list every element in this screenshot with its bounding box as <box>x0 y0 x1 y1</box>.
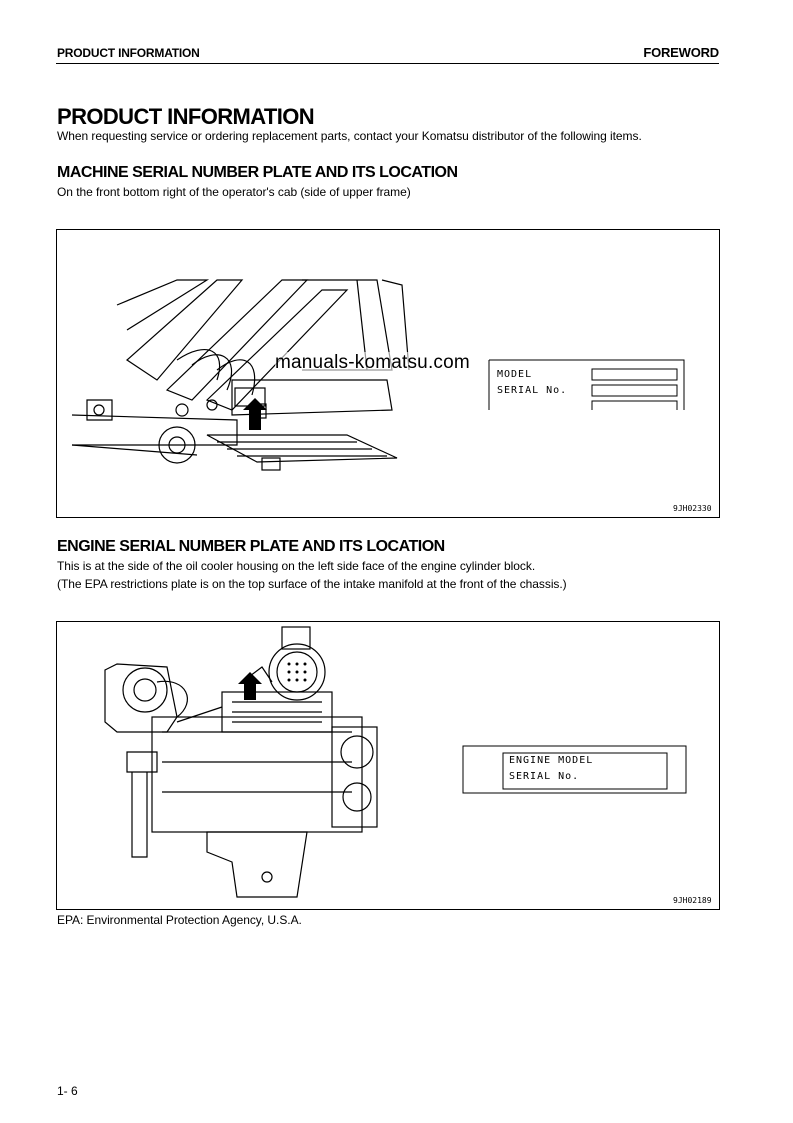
arrow-up-icon <box>238 672 262 700</box>
engine-plate-heading: ENGINE SERIAL NUMBER PLATE AND ITS LOCAT… <box>57 538 445 555</box>
header-chapter-label: FOREWORD <box>643 45 719 60</box>
page-title: PRODUCT INFORMATION <box>57 104 315 129</box>
engine-plate-serial-label: SERIAL No. <box>509 771 580 782</box>
machine-plate-heading: MACHINE SERIAL NUMBER PLATE AND ITS LOCA… <box>57 164 458 181</box>
engine-plate-location-text-1: This is at the side of the oil cooler ho… <box>57 559 536 573</box>
engine-illustration <box>104 626 687 898</box>
engine-figure-code: 9JH02189 <box>673 896 712 905</box>
machine-plate-location-text: On the front bottom right of the operato… <box>57 185 411 199</box>
header-rule <box>56 63 719 64</box>
intro-text: When requesting service or ordering repl… <box>57 129 642 143</box>
excavator-cab-illustration <box>71 279 685 471</box>
header-section-label: PRODUCT INFORMATION <box>57 46 200 60</box>
engine-plate-model-label: ENGINE MODEL <box>509 755 594 766</box>
watermark-text: manuals-komatsu.com <box>275 352 470 374</box>
machine-figure-code: 9JH02330 <box>673 504 712 513</box>
machine-plate-model-label: MODEL <box>497 369 533 380</box>
epa-note: EPA: Environmental Protection Agency, U.… <box>57 913 302 927</box>
machine-plate-figure: manuals-komatsu.com MODEL SERIAL No. 9JH… <box>56 229 720 518</box>
page-number: 1- 6 <box>57 1084 78 1098</box>
machine-plate-serial-label: SERIAL No. <box>497 385 568 396</box>
engine-plate-location-text-2: (The EPA restrictions plate is on the to… <box>57 577 567 591</box>
arrow-up-icon <box>243 398 267 430</box>
engine-plate-figure: ENGINE MODEL SERIAL No. 9JH02189 <box>56 621 720 910</box>
